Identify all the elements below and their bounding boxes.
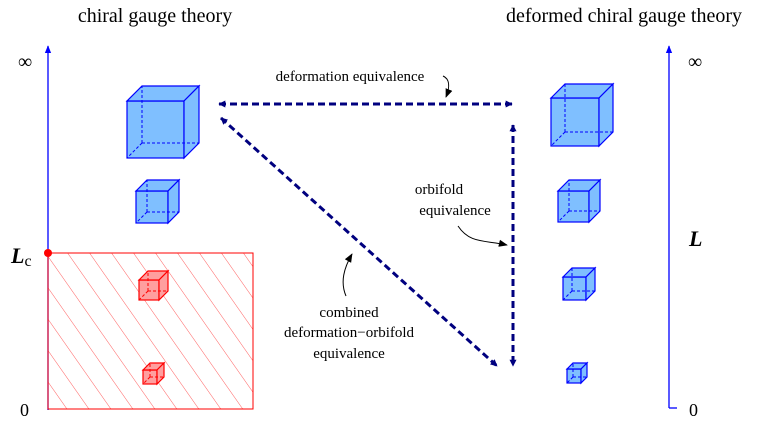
deformation-pointer xyxy=(442,75,453,98)
combined-label-line2: deformation−orbifold xyxy=(284,325,415,341)
cube-right-tiny xyxy=(565,361,589,385)
orbifold-pointer xyxy=(457,225,508,247)
equivalence-arrows xyxy=(218,100,517,368)
cube-left-small-red xyxy=(137,269,170,302)
left-title: chiral gauge theory xyxy=(78,5,232,27)
cube-left-medium xyxy=(134,178,181,225)
critical-length-symbol: L xyxy=(10,243,24,268)
orbifold-label-line2: equivalence xyxy=(419,203,491,219)
orbifold-label-line1: orbifold xyxy=(415,182,464,198)
critical-length-subscript: c xyxy=(24,253,31,270)
cube-left-large xyxy=(125,84,201,160)
right-axis-zero: 0 xyxy=(689,400,698,420)
deformation-equivalence-label: deformation equivalence xyxy=(276,69,425,85)
cube-right-small xyxy=(561,266,597,302)
combined-label-line1: combined xyxy=(319,305,379,321)
critical-length-label: Lc xyxy=(10,243,32,270)
combined-pointer xyxy=(342,253,353,297)
left-axis-zero: 0 xyxy=(20,400,29,420)
combined-arrow xyxy=(219,116,499,368)
cube-right-medium xyxy=(556,178,602,224)
right-axis-infinity: ∞ xyxy=(688,51,702,73)
left-axis-infinity: ∞ xyxy=(18,51,32,73)
cube-right-large xyxy=(549,82,615,148)
cube-left-tiny-red xyxy=(141,361,166,386)
annotation-pointers xyxy=(342,75,508,297)
cubes xyxy=(125,82,615,386)
right-title: deformed chiral gauge theory xyxy=(506,5,742,27)
right-axis-length-label: L xyxy=(688,226,702,251)
combined-label-line3: equivalence xyxy=(313,346,385,362)
